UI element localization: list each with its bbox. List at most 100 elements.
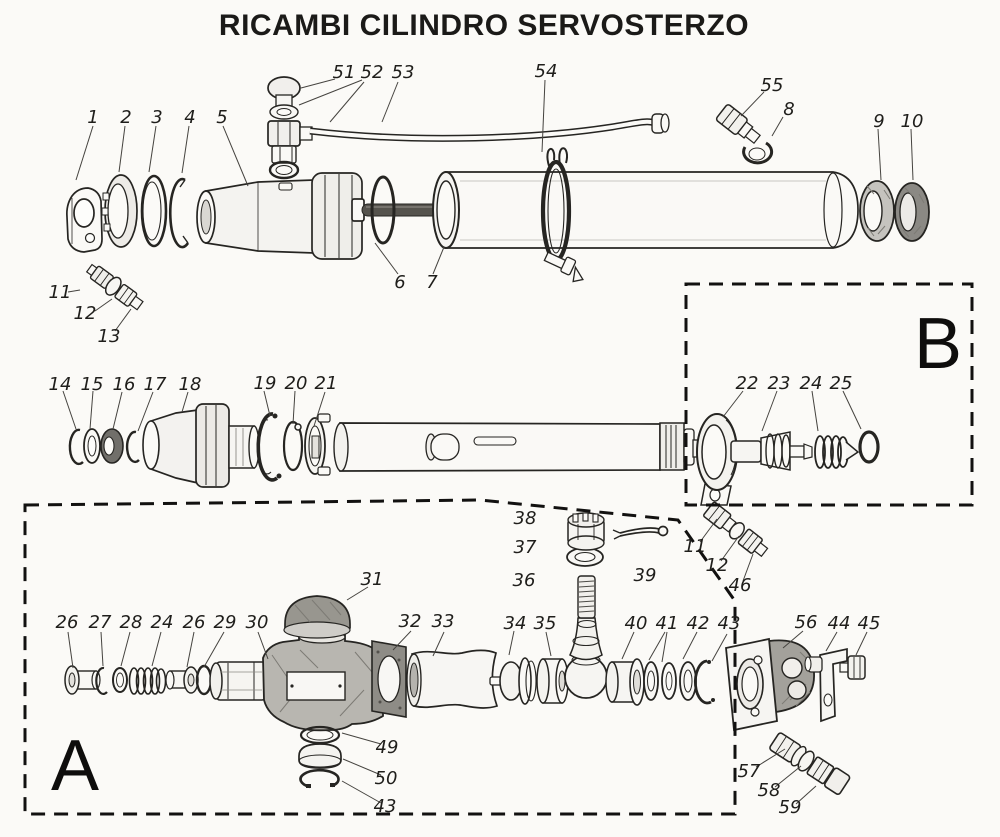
callout-31: 31 — [361, 569, 384, 590]
part-26-bushing-right — [165, 666, 199, 694]
callout-46: 46 — [729, 575, 752, 596]
part-11-bleed-fitting — [85, 263, 144, 311]
callout-23: 23 — [768, 373, 791, 394]
part-37-washer — [566, 547, 604, 567]
callout-5: 5 — [216, 107, 227, 128]
callout-34: 34 — [504, 613, 527, 634]
callout-28: 28 — [120, 612, 143, 633]
part-18-gland — [142, 403, 260, 488]
part-36-ball-joint — [564, 575, 608, 699]
callout-40: 40 — [625, 613, 648, 634]
callout-1: 1 — [87, 107, 98, 128]
part-19-snap-ring — [256, 412, 282, 482]
callout-11b: 11 — [684, 536, 707, 557]
callout-57: 57 — [738, 761, 761, 782]
part-43-snap-ring — [693, 659, 715, 705]
part-14-snap-ring — [68, 428, 84, 466]
part-56-flange — [725, 637, 815, 732]
callout-27: 27 — [89, 612, 112, 633]
callout-50: 50 — [375, 768, 398, 789]
callout-21: 21 — [315, 373, 338, 394]
callout-44: 44 — [828, 613, 851, 634]
callout-11a: 11 — [49, 282, 72, 303]
part-31-dome-cap — [283, 595, 351, 639]
part-50-cup — [298, 743, 342, 769]
part-6-o-ring — [370, 175, 396, 245]
part-20-retainer-ring — [282, 420, 304, 472]
callout-22: 22 — [736, 373, 759, 394]
callout-16: 16 — [113, 374, 136, 395]
part-24-spring-a — [128, 667, 167, 695]
part-25-o-ring — [858, 430, 880, 464]
callout-19: 19 — [254, 373, 277, 394]
middle-tube — [333, 422, 716, 472]
part-30-connector — [209, 661, 267, 701]
part-21-castellated-collar — [304, 413, 331, 476]
callout-10: 10 — [901, 111, 924, 132]
callout-26a: 26 — [56, 612, 79, 633]
part-5-gland — [196, 172, 363, 260]
callout-58: 58 — [758, 780, 781, 801]
callout-37: 37 — [514, 537, 537, 558]
part-32-gasket — [371, 640, 407, 718]
part-39-cotter-pin — [612, 525, 669, 540]
callout-25: 25 — [830, 373, 853, 394]
part-43-snap-ring-bottom — [299, 768, 340, 789]
part-53-hose — [309, 113, 670, 142]
callout-2: 2 — [120, 107, 131, 128]
part-24-spring-b — [814, 435, 860, 469]
part-42-ring — [679, 661, 697, 701]
part-54-clamp — [540, 147, 584, 283]
callout-labels: 1 2 3 4 5 51 52 53 54 55 8 9 10 6 7 11 1… — [49, 61, 924, 818]
part-3-seal-ring — [140, 174, 168, 248]
callout-20: 20 — [285, 373, 308, 394]
region-b-label: B — [914, 304, 962, 384]
callout-3: 3 — [151, 107, 162, 128]
part-41-washer — [643, 661, 659, 701]
bottom-assembly — [64, 501, 866, 796]
callout-4: 4 — [184, 107, 195, 128]
callout-39: 39 — [634, 565, 657, 586]
middle-assembly — [68, 403, 880, 506]
part-23-rod-end — [730, 431, 813, 471]
callout-41: 41 — [656, 613, 679, 634]
part-22-clamp — [696, 413, 738, 506]
callout-29: 29 — [214, 612, 237, 633]
part-8-split-ring — [742, 141, 774, 165]
part-10-ring-nut — [894, 182, 930, 242]
part-41b-washer — [661, 662, 677, 700]
callout-55: 55 — [761, 75, 784, 96]
callout-56: 56 — [795, 612, 818, 633]
callout-17: 17 — [144, 374, 167, 395]
callout-12a: 12 — [74, 303, 97, 324]
part-4-snap-ring — [168, 177, 190, 249]
part-9-ring-nut — [859, 180, 895, 242]
page-title: RICAMBI CILINDRO SERVOSTERZO — [219, 9, 749, 42]
part-40-socket — [605, 658, 645, 706]
part-11b-bleed-fitting — [703, 501, 769, 558]
callout-42: 42 — [687, 613, 710, 634]
part-29-o-ring — [195, 664, 213, 696]
callout-51: 51 — [333, 62, 356, 83]
part-55-union-fitting — [715, 104, 761, 145]
part-1-clevis — [66, 187, 103, 253]
callout-15: 15 — [81, 374, 104, 395]
part-28-ring — [112, 667, 128, 693]
callout-32: 32 — [399, 611, 422, 632]
callout-13: 13 — [98, 326, 121, 347]
callout-36: 36 — [513, 570, 536, 591]
callout-49: 49 — [376, 737, 399, 758]
top-assembly — [66, 76, 930, 311]
callout-59: 59 — [779, 797, 802, 818]
valve-body — [262, 630, 384, 732]
callout-54: 54 — [535, 61, 558, 82]
part-51-grease-fitting — [267, 76, 313, 180]
callout-24a: 24 — [151, 612, 174, 633]
callout-14: 14 — [49, 374, 72, 395]
part-2-ring-nut — [101, 174, 138, 248]
region-b-outline — [684, 282, 974, 507]
part-45-bolt — [839, 655, 866, 680]
part-38-castle-nut — [567, 512, 605, 551]
